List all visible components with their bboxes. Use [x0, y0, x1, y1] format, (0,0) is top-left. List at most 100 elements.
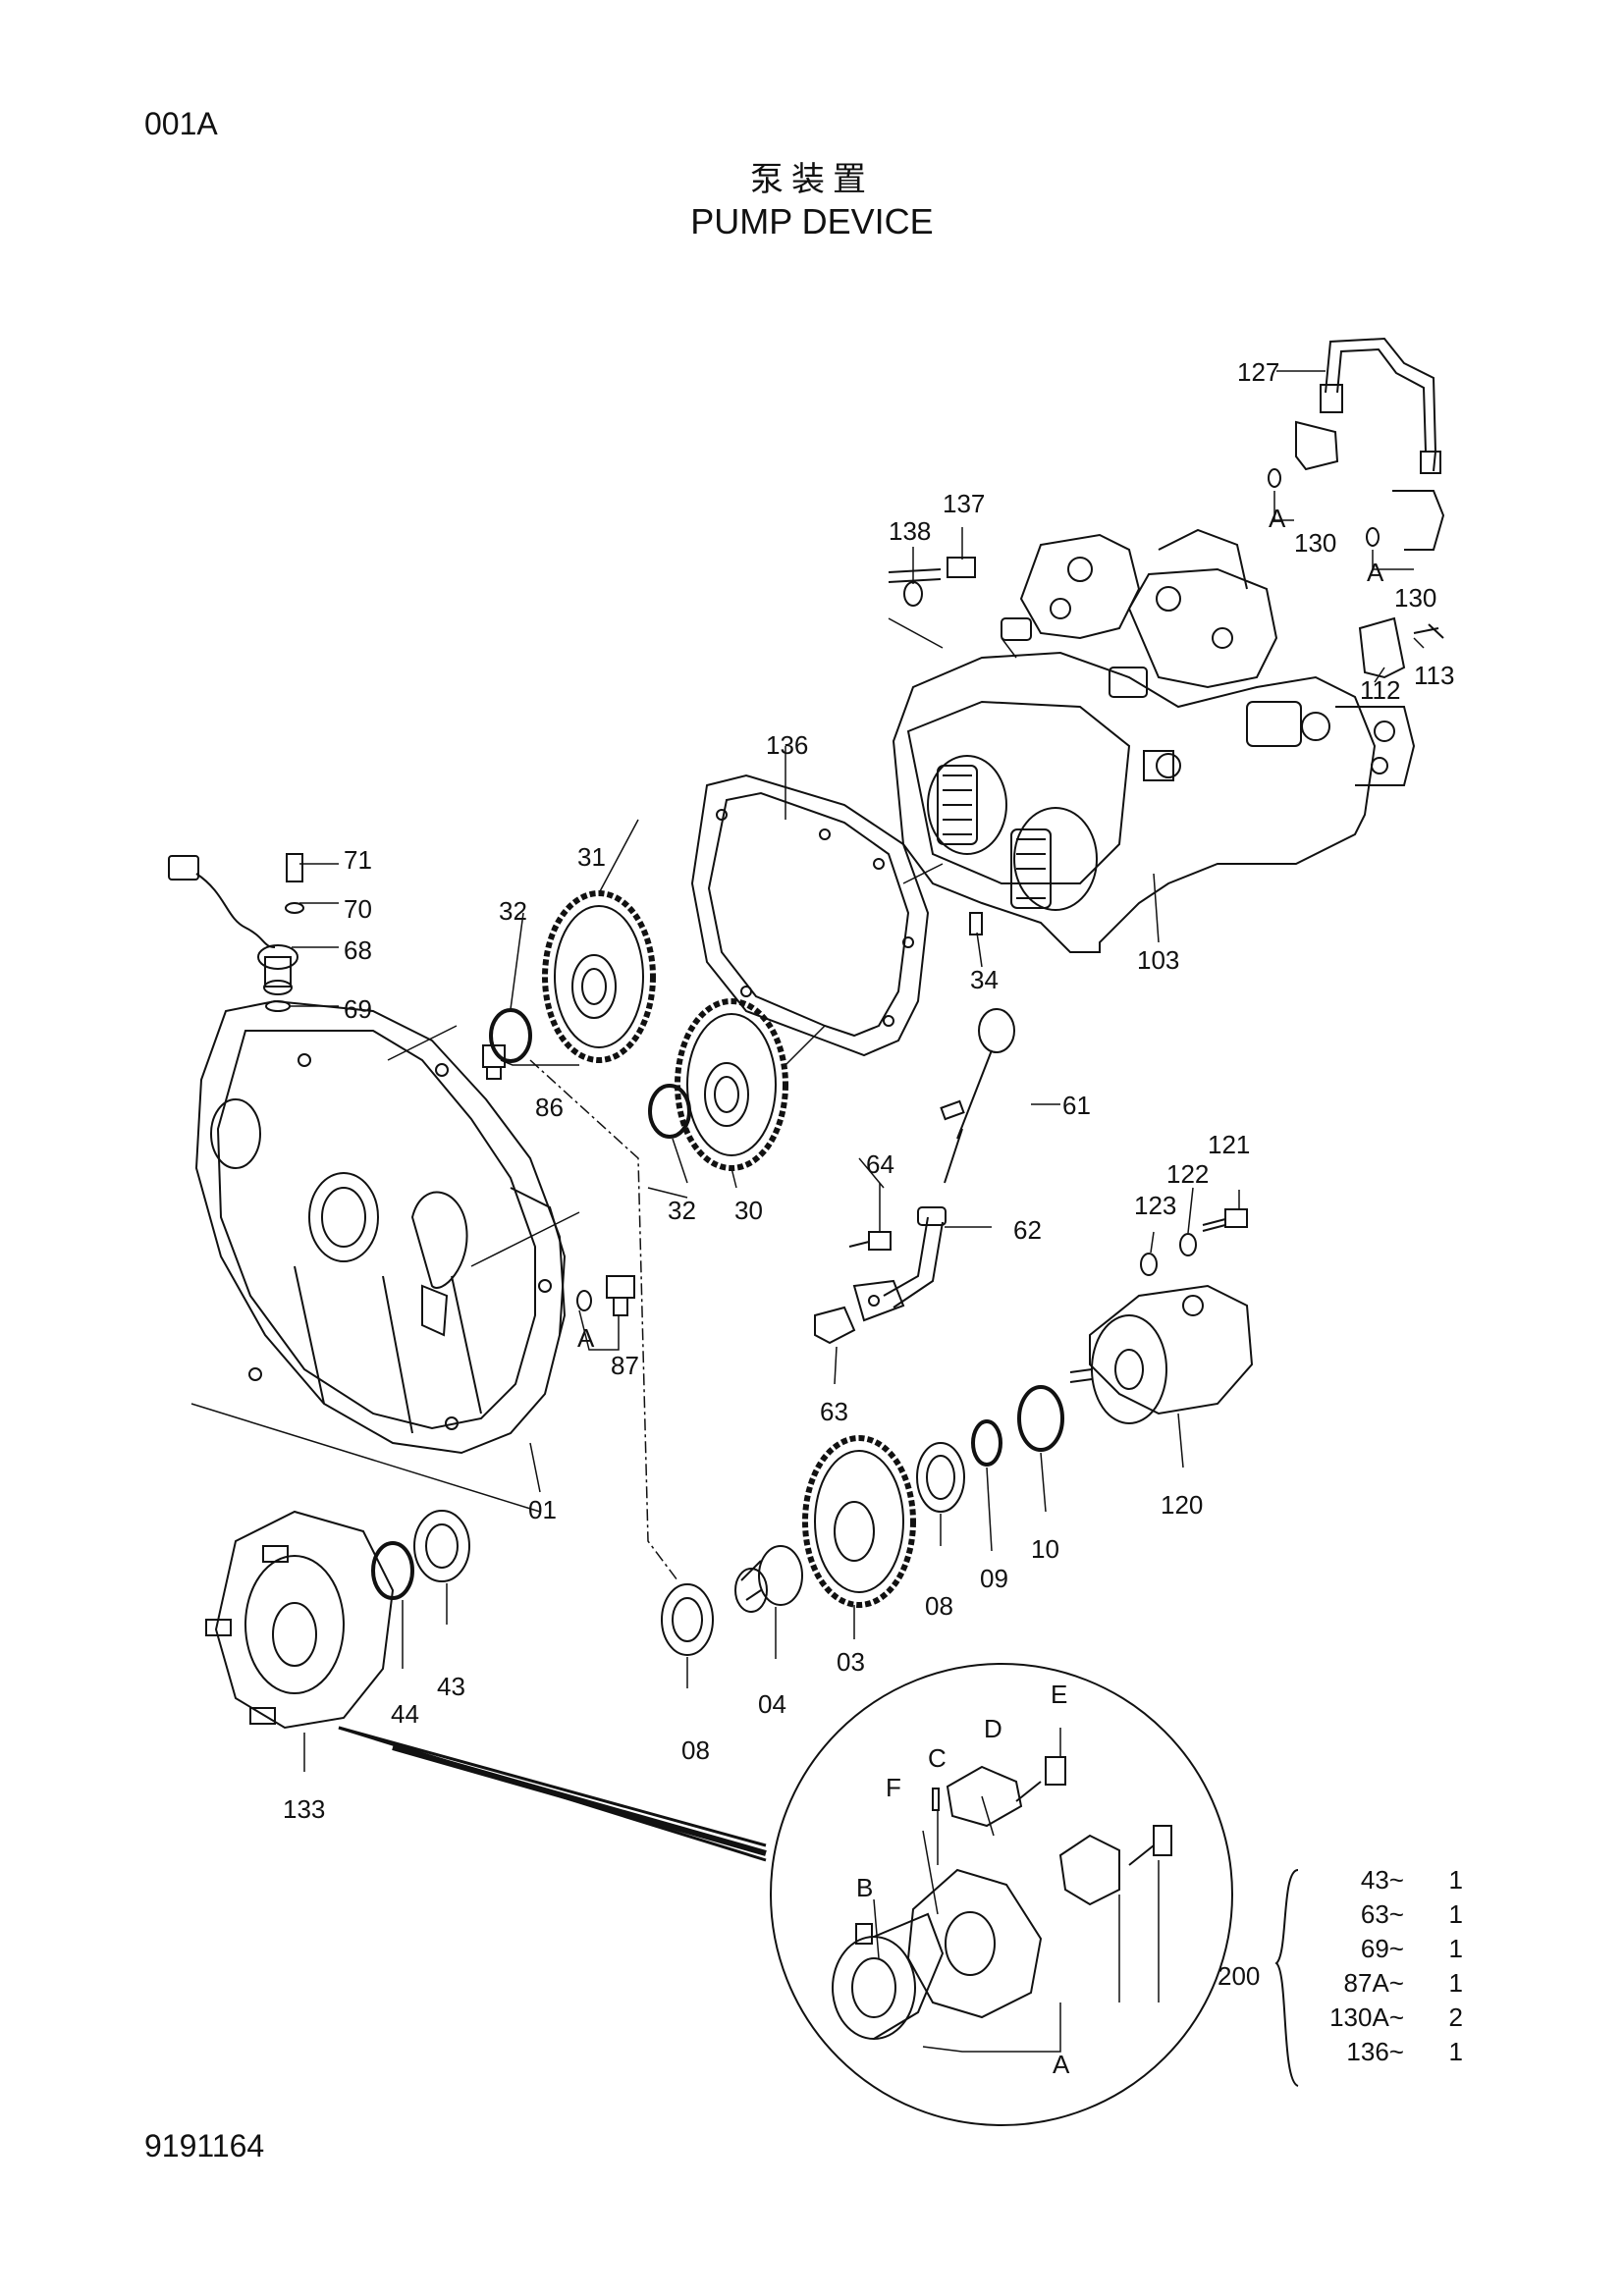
bolt-121	[1202, 1208, 1248, 1232]
kit-number: 200	[1218, 1961, 1261, 1991]
kit-item-part: 130A~	[1329, 2002, 1404, 2032]
title-chinese: 泵装置	[750, 160, 874, 199]
callout-a-4: A	[1053, 2050, 1070, 2079]
callout-a-3: A	[577, 1323, 595, 1353]
washer-122	[1179, 1233, 1197, 1256]
callout-03: 03	[837, 1647, 865, 1677]
washer-70	[285, 902, 304, 914]
plug-86	[482, 1044, 506, 1080]
detail-label-b: B	[856, 1873, 873, 1902]
callout-70: 70	[344, 894, 372, 924]
detail-label-d: D	[984, 1714, 1002, 1743]
detail-label-f: F	[886, 1773, 901, 1802]
callout-63: 63	[820, 1397, 848, 1426]
callout-87: 87	[611, 1351, 639, 1380]
callout-71: 71	[344, 845, 372, 875]
callout-10: 10	[1031, 1534, 1059, 1564]
kit-item: 69~ 1	[1286, 1934, 1463, 1968]
callout-08-lower: 08	[681, 1735, 710, 1765]
page-code: 001A	[144, 106, 218, 141]
callout-43: 43	[437, 1672, 465, 1701]
gasket-136	[690, 774, 930, 1057]
kit-item-part: 69~	[1360, 1934, 1404, 1963]
circlip-10	[1017, 1385, 1064, 1452]
callout-137: 137	[943, 489, 985, 518]
callout-138: 138	[889, 516, 931, 546]
guide-pipe-62	[852, 1206, 947, 1322]
callout-113: 113	[1414, 661, 1454, 690]
kit-item-qty: 1	[1448, 1899, 1463, 1929]
kit-item-part: 87A~	[1343, 1968, 1404, 1998]
washer-138	[903, 581, 923, 607]
callout-122: 122	[1166, 1159, 1209, 1189]
bolt-64	[868, 1231, 892, 1251]
kit-item-list: 43~ 1 63~ 1 69~ 1 87A~ 1 130A~ 2 136~1	[1286, 1865, 1463, 2071]
coupling-133	[205, 1510, 395, 1730]
callout-123: 123	[1134, 1191, 1176, 1220]
callout-121: 121	[1208, 1130, 1250, 1159]
kit-item-qty: 2	[1448, 2002, 1463, 2032]
kit-item: 130A~ 2	[1286, 2002, 1463, 2037]
callout-112: 112	[1360, 675, 1400, 705]
callout-130-lower: 130	[1394, 583, 1436, 613]
callout-a-2: A	[1367, 558, 1384, 587]
circlip-32-upper	[489, 1008, 532, 1063]
callout-62: 62	[1013, 1215, 1042, 1245]
callout-04: 04	[758, 1689, 786, 1719]
callout-69: 69	[344, 994, 372, 1024]
circlip-32-lower	[648, 1084, 691, 1139]
bearing-08-lower	[661, 1583, 714, 1656]
callout-136: 136	[766, 730, 808, 760]
kit-item-part: 136~	[1346, 2037, 1404, 2066]
oring-123	[1140, 1253, 1158, 1276]
callout-120: 120	[1161, 1490, 1203, 1520]
gear-30	[675, 998, 788, 1171]
kit-200: 200 43~ 1 63~ 1 69~ 1 87A~ 1 130A~ 2 136~1	[1218, 1865, 1591, 2101]
gear-pump-120	[1069, 1284, 1254, 1424]
callout-127: 127	[1237, 357, 1279, 387]
callout-09: 09	[980, 1564, 1008, 1593]
callout-34: 34	[970, 965, 999, 994]
kit-item-part: 43~	[1360, 1865, 1404, 1895]
pin-34	[969, 912, 983, 935]
kit-item: 87A~ 1	[1286, 1968, 1463, 2002]
callout-86: 86	[535, 1093, 564, 1122]
callout-30: 30	[734, 1196, 763, 1225]
gasket-63	[814, 1306, 856, 1345]
title-english: PUMP DEVICE	[690, 201, 934, 241]
ring-09	[971, 1419, 1002, 1467]
bracket-112	[1358, 616, 1406, 679]
callout-130-upper: 130	[1294, 528, 1336, 558]
callout-44: 44	[391, 1699, 419, 1729]
gear-03	[802, 1435, 916, 1608]
gear-31	[542, 890, 656, 1063]
kit-brace	[1274, 1869, 1299, 2087]
leader-lines	[190, 370, 1425, 2053]
callout-a-1: A	[1269, 504, 1286, 533]
callout-32-upper: 32	[499, 896, 527, 926]
kit-item-part: 63~	[1360, 1899, 1404, 1929]
detail-circle	[338, 1663, 1233, 2126]
dipstick-61	[940, 1008, 1015, 1184]
kit-item-qty: 1	[1448, 1865, 1463, 1895]
plug-87	[606, 1275, 635, 1316]
sensor-68	[168, 855, 298, 995]
detail-label-e: E	[1051, 1680, 1067, 1709]
kit-item-qty: 1	[1448, 1934, 1463, 1963]
bearing-43	[413, 1510, 470, 1582]
callout-08-upper: 08	[925, 1591, 953, 1621]
screw-113	[1413, 623, 1444, 639]
callout-labels: 127 A 130 A 130 137 138 112 113 136 103 …	[283, 357, 1454, 2079]
kit-item: 136~1	[1286, 2037, 1463, 2071]
callout-32-lower: 32	[668, 1196, 696, 1225]
housing-01	[194, 999, 567, 1455]
callout-61: 61	[1062, 1091, 1091, 1120]
callout-01: 01	[528, 1495, 557, 1524]
bolt-71	[286, 853, 303, 882]
kit-item: 63~ 1	[1286, 1899, 1463, 1934]
kit-item-qty: 1	[1448, 1968, 1463, 1998]
callout-103: 103	[1137, 945, 1179, 975]
bearing-08-upper	[916, 1442, 965, 1513]
pump-body	[892, 528, 1416, 953]
